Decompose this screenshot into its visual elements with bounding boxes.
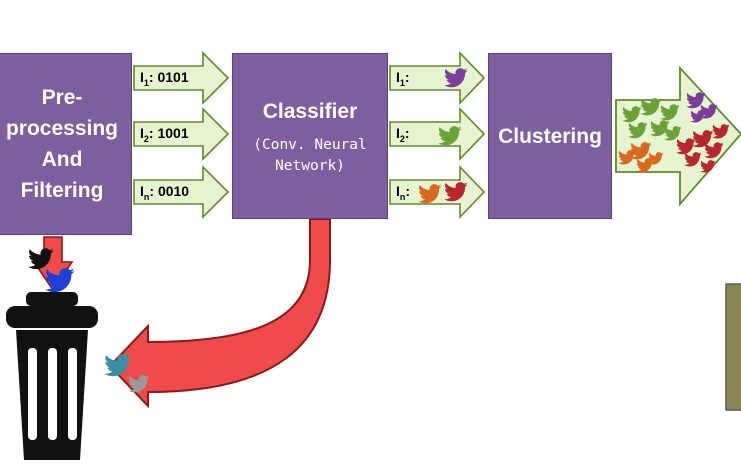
input-label-2: I2: 1001 — [140, 125, 189, 144]
output-label-1: I1: — [396, 69, 410, 88]
output-arrow-1 — [389, 51, 486, 105]
classifier-subtitle: (Conv. Neural Network) — [253, 135, 367, 177]
classifier-box: Classifier (Conv. Neural Network) — [232, 53, 388, 219]
preprocessing-box: Pre- processing And Filtering — [0, 53, 132, 235]
input-arrow-2 — [133, 107, 230, 161]
clustering-box: Clustering — [488, 53, 612, 219]
trash-can-icon — [6, 292, 98, 460]
classifier-title: Classifier — [262, 99, 358, 123]
preprocessing-line-4: Filtering — [20, 179, 104, 202]
clustering-title: Clustering — [498, 124, 602, 148]
reject-arrow — [108, 218, 331, 409]
preprocessing-line-1: Pre- — [41, 86, 83, 109]
preprocessing-line-2: processing — [5, 117, 119, 140]
output-label-2: I2: — [396, 125, 410, 144]
partial-box — [725, 283, 741, 411]
output-arrow-2 — [389, 107, 486, 161]
input-arrow-n — [133, 165, 230, 219]
classifier-subtitle-line-1: (Conv. Neural — [253, 136, 367, 153]
preprocessing-line-3: And — [41, 148, 83, 171]
input-arrow-1 — [133, 51, 230, 105]
input-label-n: In: 0010 — [140, 183, 190, 202]
output-label-n: In: — [396, 183, 411, 202]
classifier-subtitle-line-2: Network) — [275, 157, 345, 174]
input-label-1: I1: 0101 — [140, 69, 189, 88]
